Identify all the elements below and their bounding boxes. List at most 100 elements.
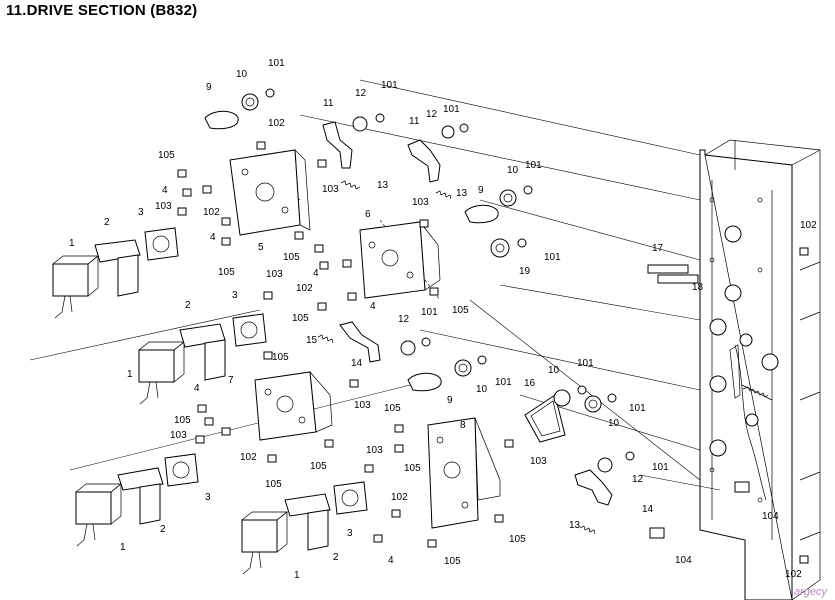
part-callout-101: 101 — [544, 252, 561, 263]
part-callout-105: 105 — [158, 150, 175, 161]
part-callout-9: 9 — [447, 395, 453, 406]
part-callout-2: 2 — [160, 524, 166, 535]
part-callout-17: 17 — [652, 243, 664, 254]
part-callout-105: 105 — [292, 313, 309, 324]
part-callout-15: 15 — [306, 335, 318, 346]
part-callout-104: 104 — [675, 555, 692, 566]
part-callout-10: 10 — [608, 418, 620, 429]
part-callout-105: 105 — [444, 556, 461, 567]
part-callout-1: 1 — [294, 570, 300, 581]
gears — [241, 88, 635, 473]
part-callout-12: 12 — [632, 474, 644, 485]
part-callout-19: 19 — [519, 266, 531, 277]
part-callout-102: 102 — [800, 220, 817, 231]
part-callout-13: 13 — [377, 180, 389, 191]
part-callout-103: 103 — [412, 197, 429, 208]
part-callout-13: 13 — [569, 520, 581, 531]
part-callout-103: 103 — [530, 456, 547, 467]
part-callout-102: 102 — [296, 283, 313, 294]
part-callout-6: 6 — [365, 209, 371, 220]
part-callout-105: 105 — [384, 403, 401, 414]
part-callout-103: 103 — [266, 269, 283, 280]
part-callout-5: 5 — [258, 242, 264, 253]
part-callout-105: 105 — [265, 479, 282, 490]
part-callout-18: 18 — [692, 282, 704, 293]
part-callout-1: 1 — [127, 369, 133, 380]
part-callout-105: 105 — [310, 461, 327, 472]
part-callout-101: 101 — [525, 160, 542, 171]
part-callout-4: 4 — [388, 555, 394, 566]
part-callout-10: 10 — [476, 384, 488, 395]
part-callout-13: 13 — [456, 188, 468, 199]
part-callout-3: 3 — [347, 528, 353, 539]
part-callout-105: 105 — [174, 415, 191, 426]
part-callout-12: 12 — [355, 88, 367, 99]
part-callout-4: 4 — [210, 232, 216, 243]
stepper-motor-4 — [241, 511, 288, 575]
part-callout-101: 101 — [577, 358, 594, 369]
part-callout-4: 4 — [162, 185, 168, 196]
part-callout-9: 9 — [478, 185, 484, 196]
part-callout-8: 8 — [460, 420, 466, 431]
part-callout-10: 10 — [548, 365, 560, 376]
part-callout-103: 103 — [170, 430, 187, 441]
part-callout-11: 11 — [409, 116, 420, 127]
part-callout-1: 1 — [69, 238, 75, 249]
part-callout-101: 101 — [629, 403, 646, 414]
part-callout-14: 14 — [642, 504, 654, 515]
part-callout-1: 1 — [120, 542, 126, 553]
part-callout-105: 105 — [404, 463, 421, 474]
part-callout-14: 14 — [351, 358, 363, 369]
stepper-motor-3 — [75, 483, 122, 547]
part-callout-103: 103 — [354, 400, 371, 411]
part-callout-2: 2 — [104, 217, 110, 228]
part-callout-4: 4 — [194, 383, 200, 394]
watermark: argecy — [793, 586, 827, 598]
part-callout-102: 102 — [785, 569, 802, 580]
levers-springs-belts — [204, 110, 699, 535]
part-callout-101: 101 — [381, 80, 398, 91]
part-callout-105: 105 — [509, 534, 526, 545]
part-callout-102: 102 — [391, 492, 408, 503]
part-callout-4: 4 — [313, 268, 319, 279]
part-callout-105: 105 — [218, 267, 235, 278]
page-title: 11.DRIVE SECTION (B832) — [6, 2, 198, 19]
part-callout-10: 10 — [236, 69, 248, 80]
part-callout-101: 101 — [268, 58, 285, 69]
part-callout-101: 101 — [443, 104, 460, 115]
part-callout-3: 3 — [138, 207, 144, 218]
part-callout-105: 105 — [272, 352, 289, 363]
part-callout-3: 3 — [205, 492, 211, 503]
part-callout-102: 102 — [240, 452, 257, 463]
part-callout-103: 103 — [155, 201, 172, 212]
part-callout-2: 2 — [185, 300, 191, 311]
part-callout-101: 101 — [652, 462, 669, 473]
part-callout-16: 16 — [524, 378, 536, 389]
part-callout-105: 105 — [452, 305, 469, 316]
stepper-motor-1 — [52, 255, 99, 319]
motor-brackets — [94, 239, 331, 551]
stepper-motor-2 — [138, 341, 185, 405]
part-callout-12: 12 — [398, 314, 410, 325]
part-callout-104: 104 — [762, 511, 779, 522]
part-callout-105: 105 — [283, 252, 300, 263]
main-frame-plate — [649, 139, 821, 600]
part-callout-4: 4 — [370, 301, 376, 312]
part-callout-11: 11 — [323, 98, 334, 109]
part-callout-9: 9 — [206, 82, 212, 93]
part-callout-102: 102 — [268, 118, 285, 129]
part-callout-10: 10 — [507, 165, 519, 176]
part-callout-101: 101 — [421, 307, 438, 318]
part-callout-103: 103 — [322, 184, 339, 195]
part-callout-2: 2 — [333, 552, 339, 563]
part-callout-12: 12 — [426, 109, 438, 120]
part-callout-101: 101 — [495, 377, 512, 388]
screws — [177, 141, 809, 564]
part-callout-102: 102 — [203, 207, 220, 218]
part-callout-7: 7 — [228, 375, 234, 386]
drive-brackets — [229, 149, 501, 529]
motor-flanges — [144, 227, 368, 515]
part-callout-3: 3 — [232, 290, 238, 301]
